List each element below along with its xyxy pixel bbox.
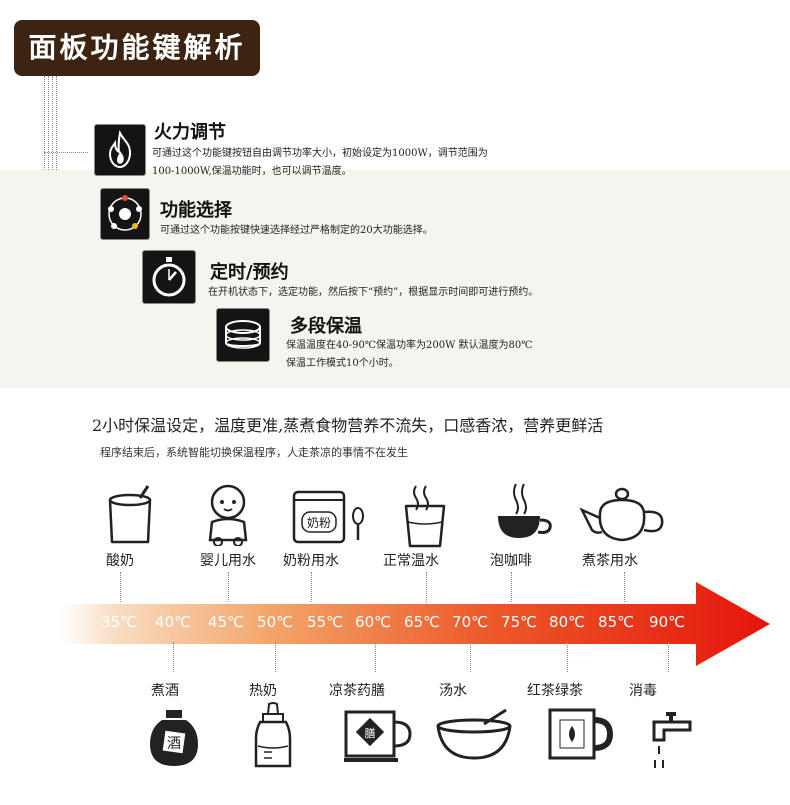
tea-mug-icon [546,706,616,766]
coffee-cup-icon [494,480,556,546]
jar-text: 酒 [167,736,181,752]
use-label: 煮茶用水 [582,553,638,569]
yogurt-jar-icon [100,484,160,546]
warm-subline: 程序结束后，系统智能切换保温程序，人走茶凉的事情不在发生 [100,446,408,459]
connector [375,642,376,672]
feature-desc: 100-1000W,保温功能时，也可以调节温度。 [152,166,352,177]
feature-desc: 可通过这个功能键按钮自由调节功率大小，初始设定为1000W，调节范围为 [152,148,488,159]
connector [567,642,568,672]
feature-name: 火力调节 [154,122,226,143]
use-label: 煮酒 [151,683,179,699]
guide-line [48,76,49,204]
use-label: 热奶 [249,683,277,699]
temperature-label: 85℃ [598,613,634,631]
feature-name: 多段保温 [290,316,362,337]
use-label: 汤水 [439,683,467,699]
connector [228,572,229,602]
feature-desc: 保温工作模式10个小时。 [286,358,399,369]
temperature-label: 40℃ [155,613,191,631]
connector [120,572,121,602]
temperature-label: 60℃ [355,613,391,631]
feature-name: 功能选择 [160,200,232,221]
temperature-label: 50℃ [257,613,293,631]
baby-icon [198,482,258,546]
use-label: 凉茶药膳 [329,683,385,699]
mug-text: 膳 [365,726,376,740]
use-label: 奶粉用水 [283,553,339,569]
temperature-label: 70℃ [452,613,488,631]
guide-line [44,152,88,153]
temperature-label: 65℃ [404,613,440,631]
use-label: 正常温水 [383,553,439,569]
use-label: 消毒 [629,683,657,699]
milk-powder-can-icon: 奶粉 [290,486,370,546]
warm-headline: 2小时保温设定，温度更准,蒸煮食物营养不流失，口感香浓，营养更鲜活 [92,416,604,435]
connector [511,572,512,602]
soup-bowl-icon [434,706,516,762]
use-label: 红茶绿茶 [527,683,583,699]
wine-jar-icon: 酒 [146,708,202,770]
temperature-label: 55℃ [307,613,343,631]
herbal-mug-icon: 膳 [342,708,414,764]
feature-desc: 可通过这个功能按键快速选择经过严格制定的20大功能选择。 [160,225,433,236]
temperature-label: 80℃ [549,613,585,631]
stacked-pot-icon [216,308,270,362]
feature-name: 定时/预约 [210,262,289,283]
use-label: 泡咖啡 [490,553,532,569]
stopwatch-icon [142,250,196,304]
temperature-label: 45℃ [208,613,244,631]
connector [173,642,174,672]
temperature-label: 90℃ [649,613,685,631]
faucet-icon [650,710,700,770]
guide-line [44,76,45,182]
teapot-icon [578,484,668,546]
baby-bottle-icon [250,702,296,770]
connector [668,642,669,672]
temperature-label: 75℃ [501,613,537,631]
function-wheel-icon [100,188,150,240]
flame-icon [94,124,146,176]
use-label: 婴儿用水 [200,553,256,569]
section-title: 面板功能键解析 [14,20,260,76]
feature-desc: 保温温度在40-90℃保温功率为200W 默认温度为80℃ [286,340,533,351]
connector [275,642,276,672]
connector [426,572,427,602]
temperature-label: 35℃ [101,613,137,631]
temperature-arrow [60,580,772,670]
connector [470,642,471,672]
warm-water-glass-icon [400,482,450,548]
can-text: 奶粉 [307,516,331,530]
connector [624,572,625,602]
connector [311,572,312,602]
use-label: 酸奶 [106,553,134,569]
feature-desc: 在开机状态下，选定功能，然后按下“预约”，根据显示时间即可进行预约。 [208,287,539,298]
